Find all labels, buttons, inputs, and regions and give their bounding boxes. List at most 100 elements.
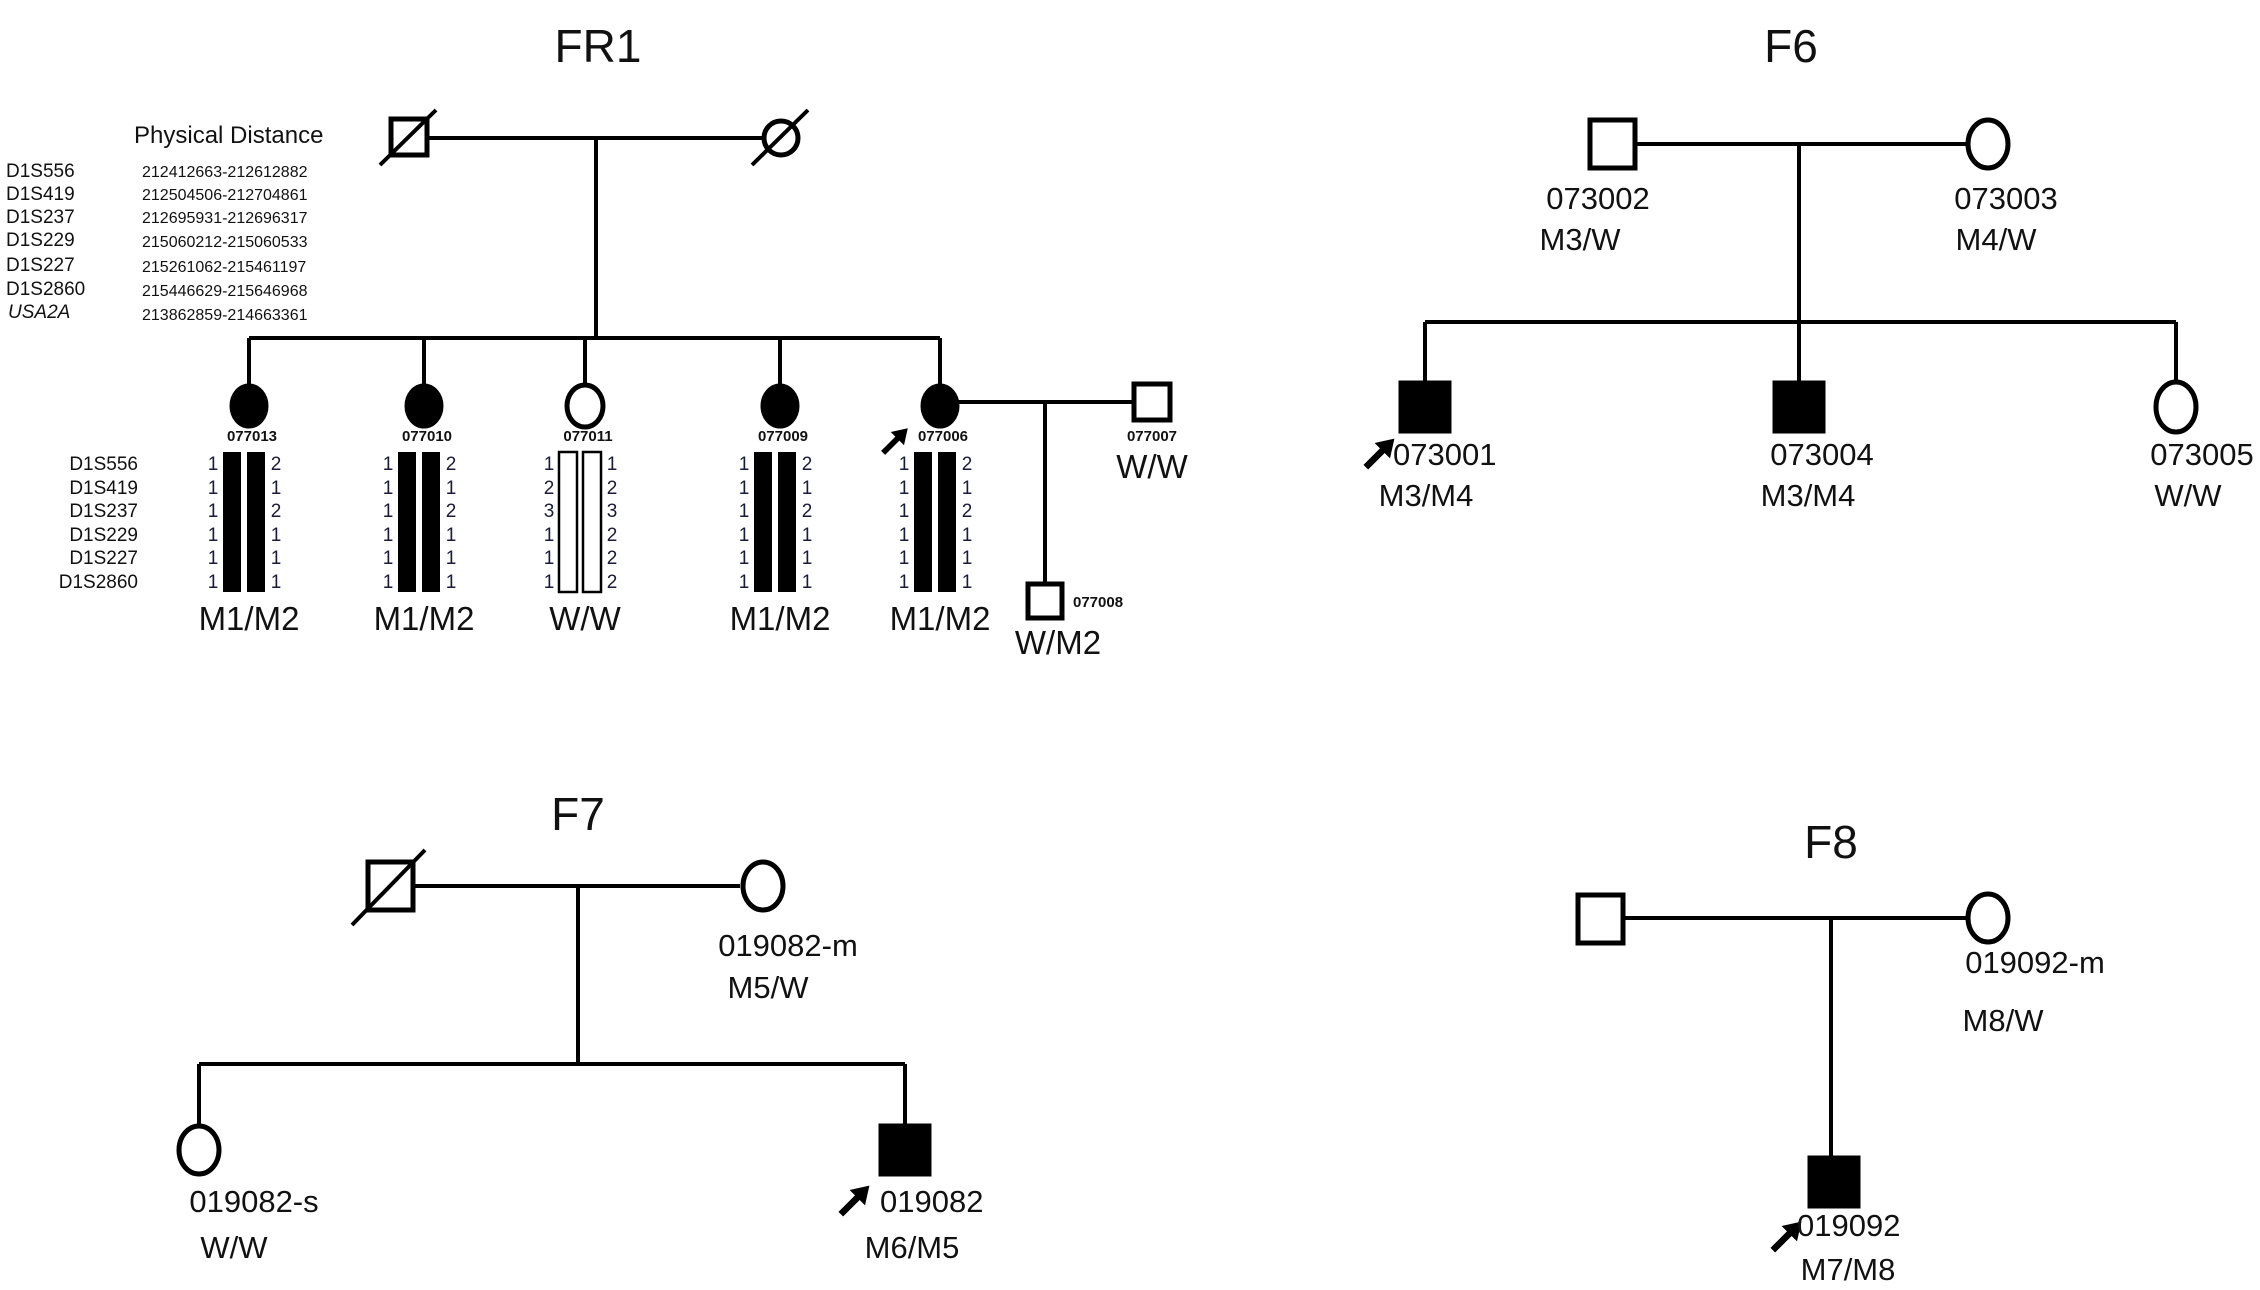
allele-right: 1 [802, 525, 813, 546]
allele-left: 1 [544, 454, 555, 475]
f7-father-deceased[interactable] [350, 848, 427, 927]
individual-073005[interactable]: 073005 W/W [2150, 379, 2254, 513]
genotype-label: M3/M4 [1761, 478, 1856, 513]
genotype-label: M1/M2 [730, 600, 831, 637]
allele-right: 1 [962, 572, 973, 593]
female-symbol [2153, 379, 2199, 435]
marker-name: D1S2860 [6, 279, 85, 300]
female-symbol [176, 1123, 222, 1177]
genotype-label: W/W [549, 600, 621, 637]
allele-right: 1 [446, 525, 457, 546]
allele-left: 1 [383, 548, 394, 569]
allele-right: 2 [607, 525, 618, 546]
allele-right: 1 [802, 572, 813, 593]
female-symbol [564, 382, 606, 430]
individual-077007[interactable]: 077007 W/W [1116, 381, 1189, 485]
allele-right: 2 [607, 548, 618, 569]
haplotype-marker-labels: D1S556 D1S419 D1S237 D1S229 D1S227 D1S28… [59, 454, 138, 593]
individual-id: 077013 [227, 428, 277, 445]
genotype-label: W/W [1116, 448, 1188, 485]
individual-019082[interactable]: 019082 M6/M5 [841, 1123, 984, 1265]
allele-right: 2 [802, 454, 813, 475]
marker-names: D1S556 D1S419 D1S237 D1S229 D1S227 D1S28… [6, 161, 85, 323]
allele-right: 1 [446, 548, 457, 569]
individual-073004[interactable]: 073004 M3/M4 [1761, 380, 1874, 513]
individual-073002[interactable]: 073002 M3/W [1540, 117, 1650, 257]
individual-id: 077008 [1073, 594, 1123, 611]
individual-073003[interactable]: 073003 M4/W [1954, 117, 2058, 257]
individual-id: 077009 [758, 428, 808, 445]
haplotype-bar-paternal [422, 452, 440, 592]
allele-right: 1 [962, 548, 973, 569]
individual-019092-m[interactable]: 019092-m M8/W [1963, 891, 2105, 1038]
allele-left: 1 [739, 525, 750, 546]
allele-left: 1 [739, 572, 750, 593]
allele-right: 2 [271, 454, 282, 475]
allele-right: 1 [446, 478, 457, 499]
marker-range: 215446629-215646968 [142, 283, 308, 300]
individual-019082-m[interactable]: 019082-m M5/W [718, 859, 858, 1005]
haplotype-bar-paternal [247, 452, 265, 592]
family-title-f7: F7 [551, 788, 605, 840]
allele-left: 1 [208, 478, 219, 499]
individual-id: 077007 [1127, 428, 1177, 445]
marker-range: 212504506-212704861 [142, 187, 308, 204]
fr1-mother-deceased [750, 108, 810, 167]
deceased-slash [350, 848, 427, 927]
allele-left: 1 [208, 501, 219, 522]
allele-right: 2 [446, 454, 457, 475]
genotype-label: M1/M2 [374, 600, 475, 637]
allele-right: 2 [271, 501, 282, 522]
individual-id: 073004 [1770, 437, 1873, 472]
haplotype-bar-maternal [914, 452, 932, 592]
proband-arrow-icon [883, 428, 908, 453]
genotype-label: W/W [200, 1230, 268, 1265]
individual-id: 019092 [1797, 1208, 1900, 1243]
hap-marker: D1S2860 [59, 572, 138, 593]
genotype-label: M1/M2 [890, 600, 991, 637]
marker-name: D1S419 [6, 184, 75, 205]
individual-073001[interactable]: 073001 M3/M4 [1366, 380, 1497, 513]
allele-left: 1 [739, 501, 750, 522]
individual-019082-s[interactable]: 019082-s W/W [176, 1123, 319, 1265]
marker-range: 213862859-214663361 [142, 307, 308, 324]
f8-father[interactable] [1575, 892, 1626, 946]
individual-077008[interactable]: 077008 W/M2 [1015, 581, 1123, 661]
allele-left: 1 [208, 572, 219, 593]
genotype-label: M5/W [728, 970, 810, 1005]
deceased-slash [750, 108, 810, 167]
individual-id: 077011 [563, 428, 612, 445]
individual-id: 019082-s [189, 1184, 318, 1219]
allele-right: 2 [802, 501, 813, 522]
allele-right: 1 [271, 548, 282, 569]
marker-name: D1S556 [6, 161, 75, 182]
affected-male-symbol [1398, 380, 1452, 434]
family-f7: F7 019082-m M5/W 019082-s W/W 019082 M6/… [176, 788, 984, 1265]
individual-id: 019082 [880, 1184, 983, 1219]
allele-right: 2 [607, 572, 618, 593]
hap-marker: D1S419 [69, 478, 138, 499]
marker-range: 215261062-215461197 [142, 259, 306, 276]
individual-019092[interactable]: 019092 M7/M8 [1773, 1155, 1901, 1287]
affected-female-symbol [920, 383, 960, 429]
allele-left: 3 [544, 501, 555, 522]
allele-right: 1 [802, 478, 813, 499]
individual-id: 077006 [918, 428, 968, 445]
male-symbol [1025, 581, 1065, 621]
genotype-label: M3/W [1540, 222, 1622, 257]
hap-marker: D1S237 [69, 501, 138, 522]
marker-table: Physical Distance D1S556 D1S419 D1S237 D… [6, 122, 323, 324]
proband-arrow-icon [841, 1186, 870, 1215]
allele-right: 2 [962, 501, 973, 522]
allele-right: 3 [607, 501, 618, 522]
allele-left: 1 [383, 478, 394, 499]
family-title-fr1: FR1 [555, 20, 642, 72]
genotype-label: M4/W [1956, 222, 2038, 257]
genotype-label: M6/M5 [865, 1230, 960, 1265]
